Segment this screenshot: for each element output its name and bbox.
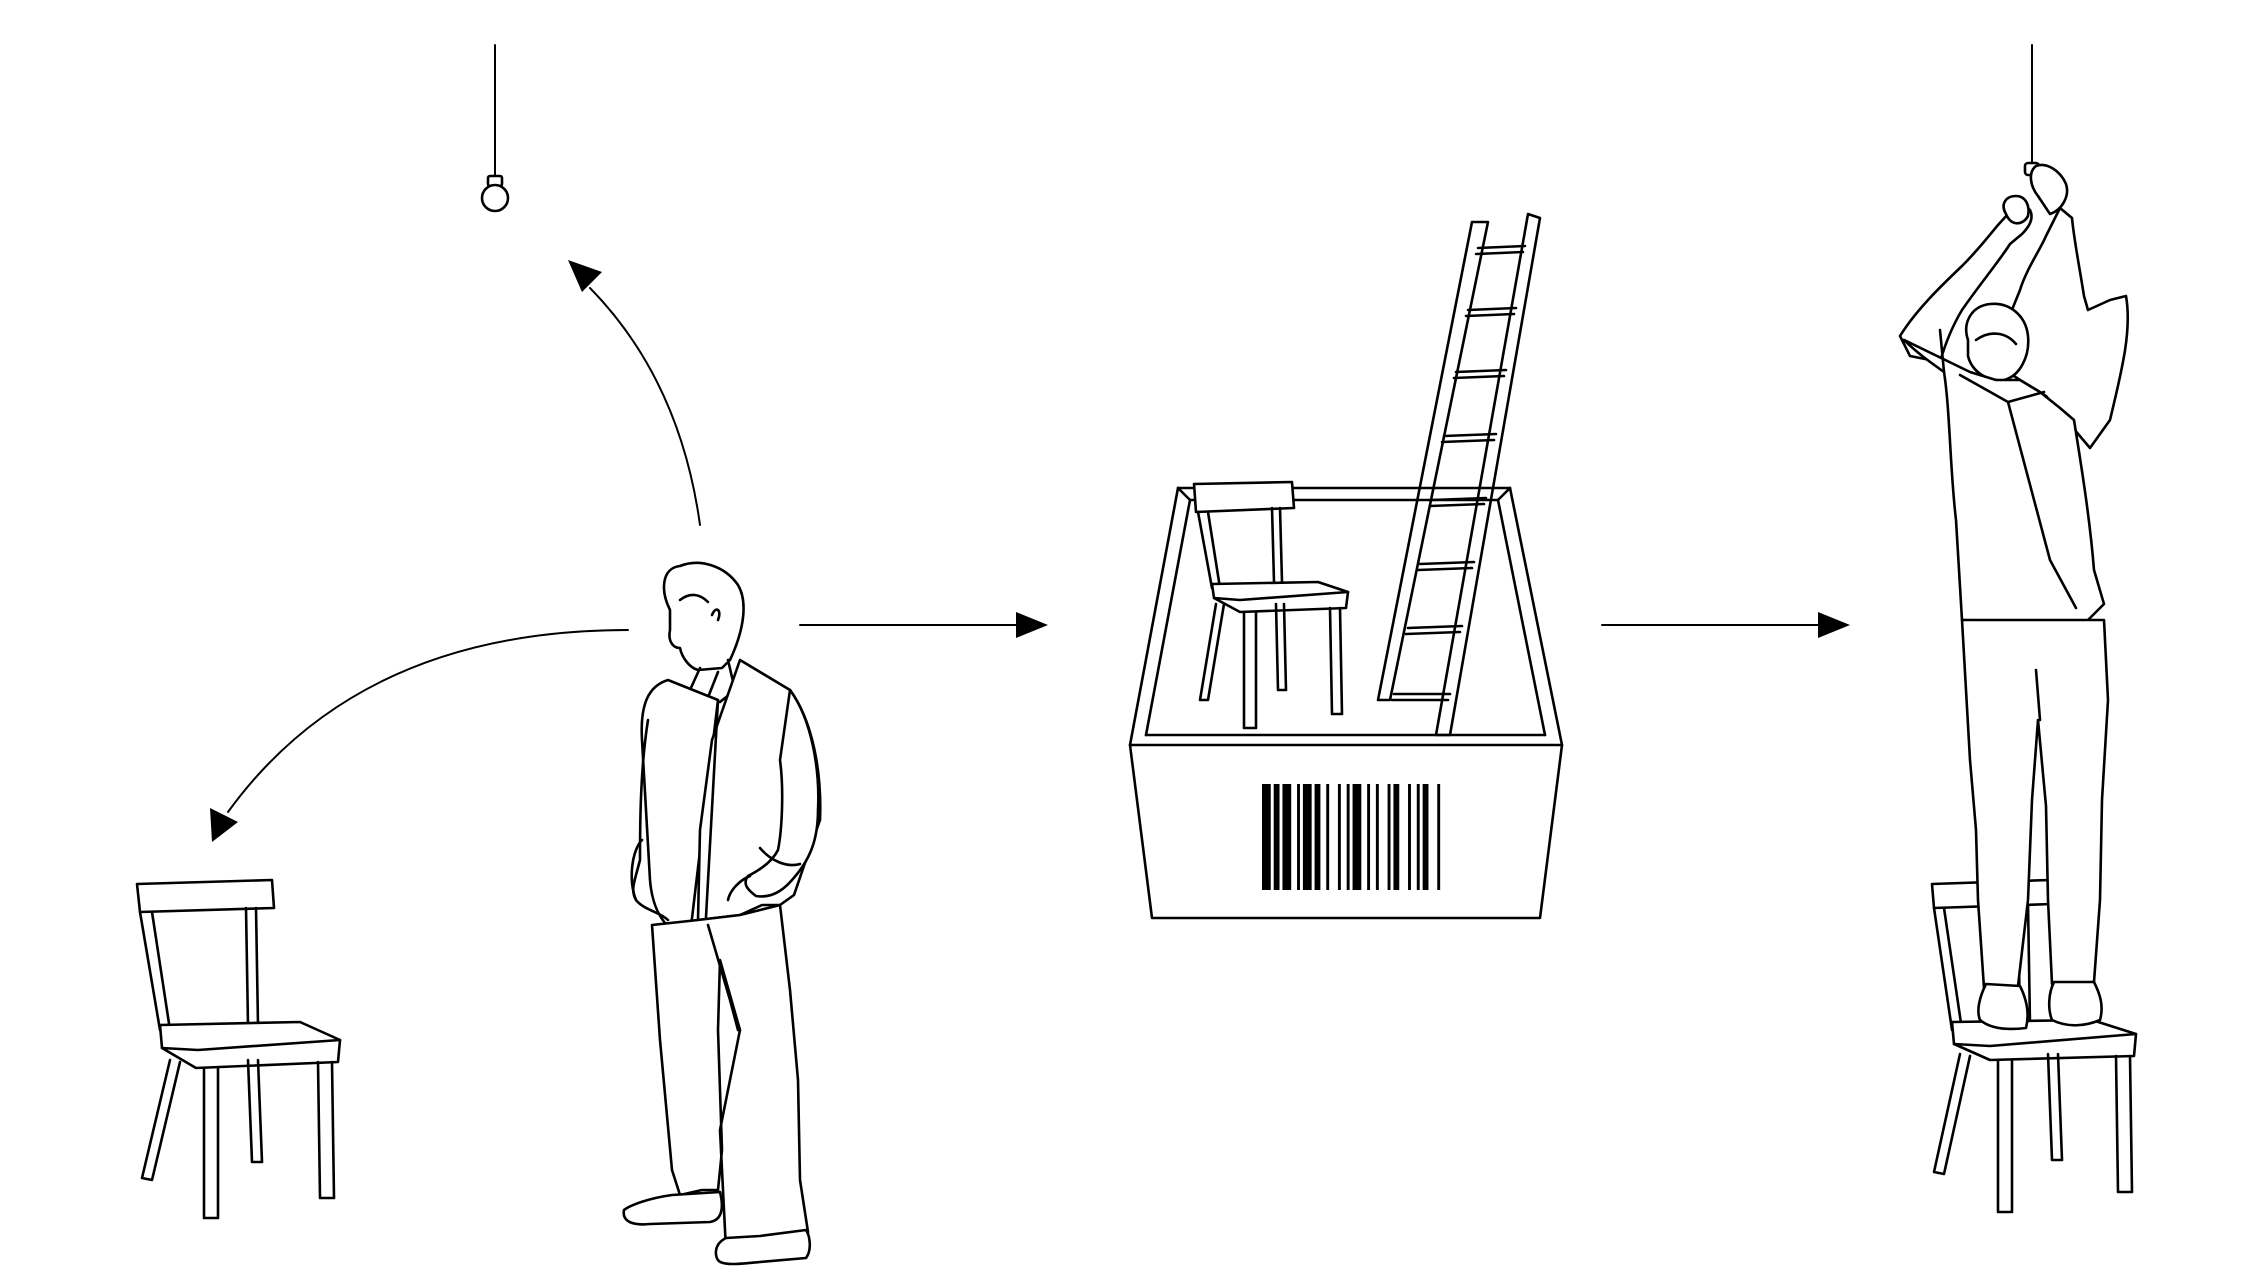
chair-in-box — [1192, 480, 1350, 730]
barcode-bar — [1337, 784, 1341, 890]
arrow-step-2-to-3 — [1601, 612, 1850, 638]
ladder-in-box — [1376, 212, 1542, 737]
arrow-to-chair — [210, 629, 629, 842]
barcode — [1262, 784, 1441, 890]
arrow-step-1-to-2 — [799, 612, 1048, 638]
barcode-bar — [1367, 784, 1371, 890]
standing-man — [622, 561, 822, 1266]
barcode-bar — [1282, 784, 1292, 890]
hanging-lightbulb-left — [480, 44, 510, 213]
chair-left — [135, 878, 342, 1220]
barcode-bar — [1273, 784, 1280, 890]
barcode-bar — [1408, 784, 1411, 890]
barcode-bar — [1437, 784, 1441, 890]
barcode-bar — [1262, 784, 1271, 890]
barcode-bar — [1422, 784, 1429, 890]
barcode-bar — [1346, 784, 1350, 890]
man-changing-lightbulb — [1898, 163, 2130, 1031]
box-front-panel — [1128, 743, 1564, 920]
barcode-bar — [1302, 784, 1312, 890]
barcode-bar — [1416, 784, 1420, 890]
barcode-bar — [1393, 784, 1400, 890]
product-box — [1128, 486, 1564, 747]
arrow-to-lightbulb — [568, 260, 701, 526]
barcode-bar — [1326, 784, 1330, 890]
barcode-bar — [1387, 784, 1391, 890]
barcode-bar — [1352, 784, 1362, 890]
barcode-bar — [1314, 784, 1321, 890]
barcode-bar — [1375, 784, 1379, 890]
chair-right — [1930, 878, 2138, 1214]
barcode-bar — [1297, 784, 1300, 890]
hanging-lightbulb-right — [2023, 44, 2041, 177]
